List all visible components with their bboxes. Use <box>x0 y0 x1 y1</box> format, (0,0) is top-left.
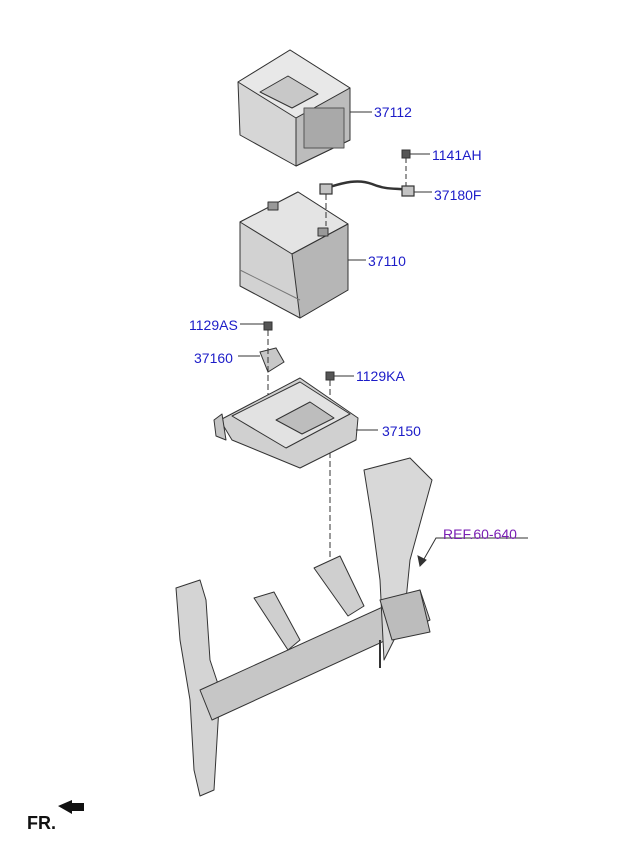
part-number-cable: 37180F <box>434 187 482 203</box>
body-structure-part <box>175 457 433 797</box>
part-number-cover: 37112 <box>374 104 412 120</box>
part-number-bolt-top: 1141AH <box>432 147 482 163</box>
part-number-battery: 37110 <box>368 253 406 269</box>
reference-link[interactable]: REF.60-640 <box>443 526 517 542</box>
battery-cable-part <box>319 180 415 226</box>
leader-lines <box>238 111 528 568</box>
front-direction-arrow-icon <box>58 800 84 814</box>
part-number-tray: 37150 <box>382 423 421 439</box>
part-number-bolt-mid: 1129KA <box>356 368 405 384</box>
battery-part <box>239 191 349 319</box>
bolt-1141ah-part <box>401 149 411 186</box>
battery-tray-part <box>213 377 359 469</box>
battery-clamp-part <box>259 347 285 373</box>
part-number-bolt-left: 1129AS <box>189 317 238 333</box>
battery-cover-part <box>237 49 351 167</box>
part-number-clamp: 37160 <box>194 350 233 366</box>
front-direction-label: FR. <box>27 813 56 833</box>
